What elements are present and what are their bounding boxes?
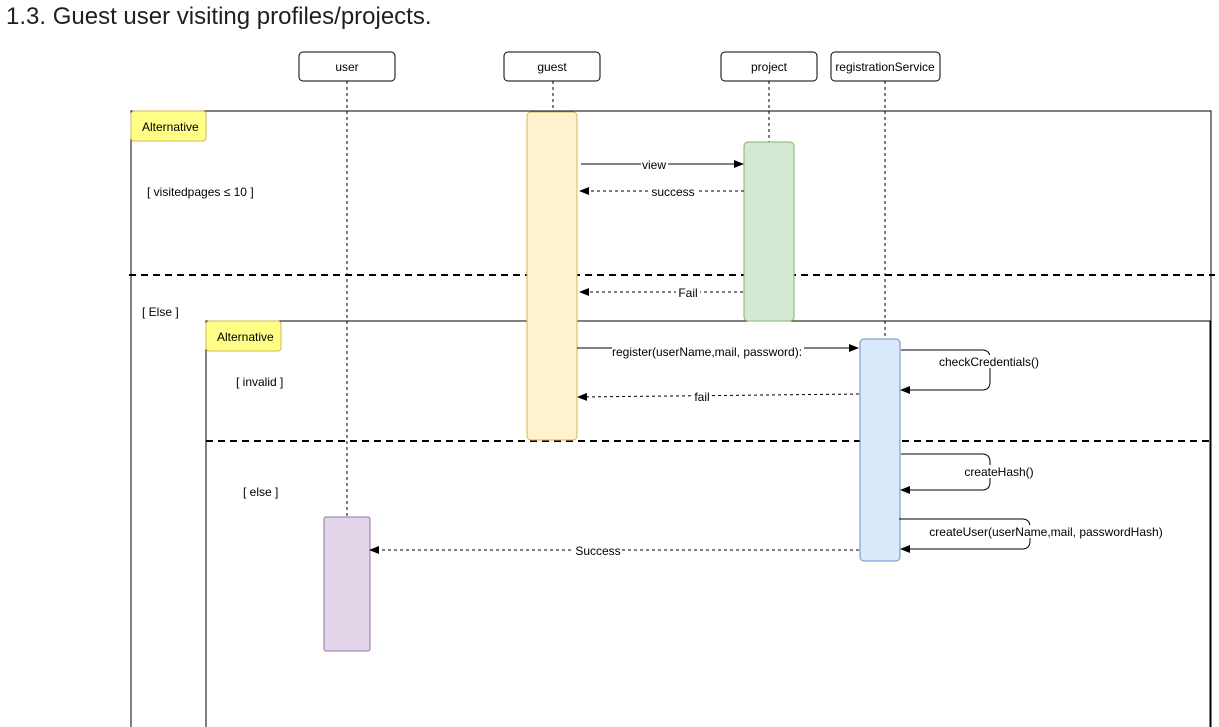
outer-alt-fragment: Alternative [ visitedpages ≤ 10 ] [ Else… xyxy=(129,110,1215,727)
inner-guard-else: [ else ] xyxy=(243,485,278,499)
activation-project xyxy=(743,141,795,322)
activation-user xyxy=(323,516,371,652)
message-fail-project: Fail xyxy=(579,286,743,300)
inner-alt-tag-label: Alternative xyxy=(217,330,274,344)
participant-project-label: project xyxy=(751,60,788,74)
lifeline-project: project xyxy=(720,51,818,142)
lifeline-registration-service: registrationService xyxy=(830,51,941,339)
message-create-user-label: createUser(userName,mail, passwordHash) xyxy=(929,525,1162,539)
outer-guard-visitedpages: [ visitedpages ≤ 10 ] xyxy=(147,185,254,199)
message-success-user: Success xyxy=(369,544,859,558)
message-fail-project-label: Fail xyxy=(678,286,697,300)
outer-alt-tag xyxy=(130,110,207,142)
message-register: register(userName,mail, password): xyxy=(577,344,859,359)
message-success-user-label: Success xyxy=(575,544,620,558)
message-register-label: register(userName,mail, password): xyxy=(612,345,802,359)
activation-registration-service xyxy=(859,338,901,562)
message-success-label: success xyxy=(651,185,694,199)
message-create-hash-label: createHash() xyxy=(964,465,1033,479)
message-create-user-label-bg xyxy=(927,525,1165,538)
participant-user-label: user xyxy=(335,60,358,74)
participant-guest-label: guest xyxy=(537,60,567,74)
message-check-credentials-label-bg xyxy=(937,355,1041,368)
page-title: 1.3. Guest user visiting profiles/projec… xyxy=(6,3,432,30)
message-success: success xyxy=(579,185,744,199)
outer-alt-tag-label: Alternative xyxy=(142,120,199,134)
participant-guest-box xyxy=(503,51,601,82)
inner-alt-frame xyxy=(205,320,1211,727)
message-fail-registration-label: fail xyxy=(694,390,709,404)
message-fail-project-label-bg xyxy=(676,286,700,299)
message-fail-registration: fail xyxy=(577,390,860,404)
message-fail-registration-arrow xyxy=(577,392,860,401)
message-register-label-bg xyxy=(612,345,804,358)
outer-guard-else: [ Else ] xyxy=(142,305,179,319)
participant-registration-service-label: registrationService xyxy=(835,60,935,74)
lifeline-guest: guest xyxy=(503,51,601,112)
message-create-hash: createHash() xyxy=(900,453,1036,494)
message-fail-registration-label-bg xyxy=(692,390,712,403)
message-check-credentials: checkCredentials() xyxy=(900,349,1041,394)
message-view-label-bg xyxy=(641,158,668,171)
message-check-credentials-arrow xyxy=(900,349,991,394)
outer-alt-frame xyxy=(130,110,1212,727)
inner-alt-fragment: Alternative [ invalid ] [ else ] xyxy=(205,320,1211,727)
activation-guest xyxy=(526,111,578,441)
inner-guard-invalid: [ invalid ] xyxy=(236,375,283,389)
message-check-credentials-label: checkCredentials() xyxy=(939,355,1039,369)
message-view: view xyxy=(581,158,744,172)
message-create-user: createUser(userName,mail, passwordHash) xyxy=(899,518,1165,553)
message-create-hash-label-bg xyxy=(962,465,1036,478)
message-success-user-label-bg xyxy=(574,544,622,557)
message-view-label: view xyxy=(642,158,666,172)
inner-alt-tag xyxy=(205,320,282,352)
message-success-label-bg xyxy=(650,185,696,198)
